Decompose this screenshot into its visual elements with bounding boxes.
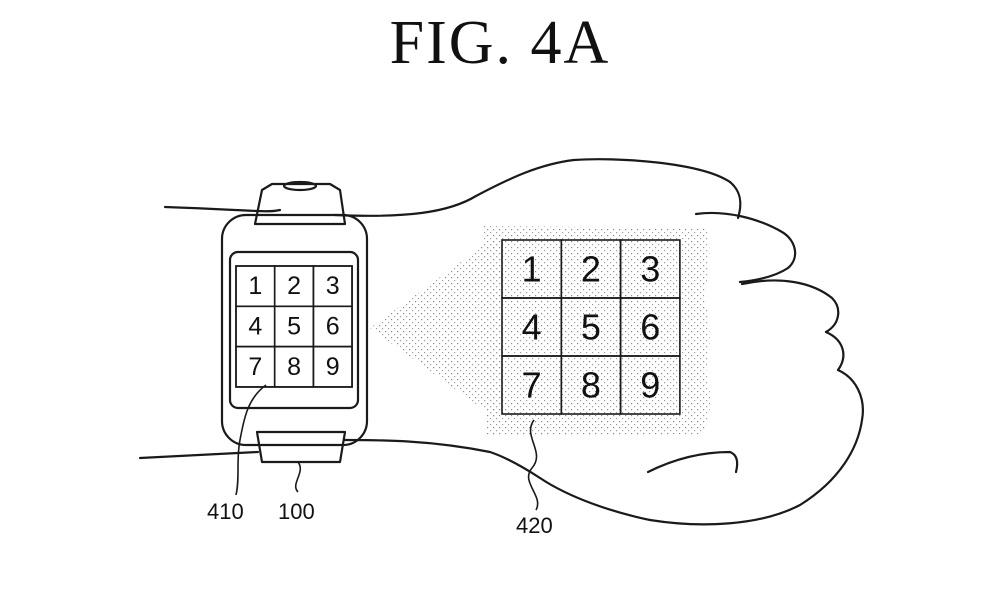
watch-strap-top — [253, 182, 347, 226]
hand-back-edge — [728, 180, 742, 220]
finger-1 — [694, 211, 797, 284]
arm-top-edge-2 — [333, 158, 732, 217]
watch-body — [220, 213, 369, 447]
watch-keypad-key-3: 3 — [326, 272, 340, 300]
finger-4 — [648, 368, 864, 526]
reference-leaders — [235, 384, 539, 511]
reference-numeral-410: 410 — [207, 499, 244, 524]
finger-2 — [740, 279, 840, 334]
projected-keypad-key-7: 7 — [522, 365, 542, 406]
watch-strap-bottom — [255, 430, 347, 464]
figure-title: FIG. 4A — [389, 9, 611, 77]
projection-area — [370, 226, 711, 436]
projected-keypad-cell-9 — [619, 355, 681, 415]
watch-keypad-key-4: 4 — [248, 312, 262, 340]
watch-keypad-key-7: 7 — [248, 353, 262, 381]
projected-keypad-key-6: 6 — [640, 307, 660, 348]
hand-outline — [138, 158, 864, 526]
arm-bottom-edge — [138, 450, 260, 460]
finger-3 — [824, 330, 845, 372]
leader-420 — [527, 419, 539, 511]
projection-beam — [370, 235, 498, 420]
reference-numeral-100: 100 — [278, 499, 315, 524]
arm-top-edge — [163, 205, 282, 213]
projected-keypad-key-1: 1 — [522, 249, 542, 290]
watch-keypad-key-9: 9 — [326, 353, 340, 381]
projected-keypad-key-2: 2 — [581, 249, 601, 290]
watch-keypad-key-2: 2 — [287, 272, 301, 300]
palm-bottom-edge — [343, 438, 652, 522]
leader-410 — [235, 384, 267, 496]
leader-100 — [294, 461, 302, 493]
thumb — [646, 450, 739, 474]
watch-keypad-key-1: 1 — [248, 272, 262, 300]
projection-shading — [482, 226, 711, 436]
watch-keypad-key-8: 8 — [287, 353, 301, 381]
projected-keypad-key-9: 9 — [640, 365, 660, 406]
projected-keypad-key-3: 3 — [640, 249, 660, 290]
reference-numeral-420: 420 — [516, 513, 553, 538]
projected-keypad-key-5: 5 — [581, 307, 601, 348]
watch-bezel — [228, 250, 360, 410]
watch-crown — [282, 180, 318, 192]
watch-keypad-cell-9 — [312, 345, 353, 388]
projected-keypad-key-4: 4 — [522, 307, 542, 348]
watch-keypad-key-5: 5 — [287, 312, 301, 340]
projected-keypad-key-8: 8 — [581, 365, 601, 406]
watch-keypad-key-6: 6 — [326, 312, 340, 340]
